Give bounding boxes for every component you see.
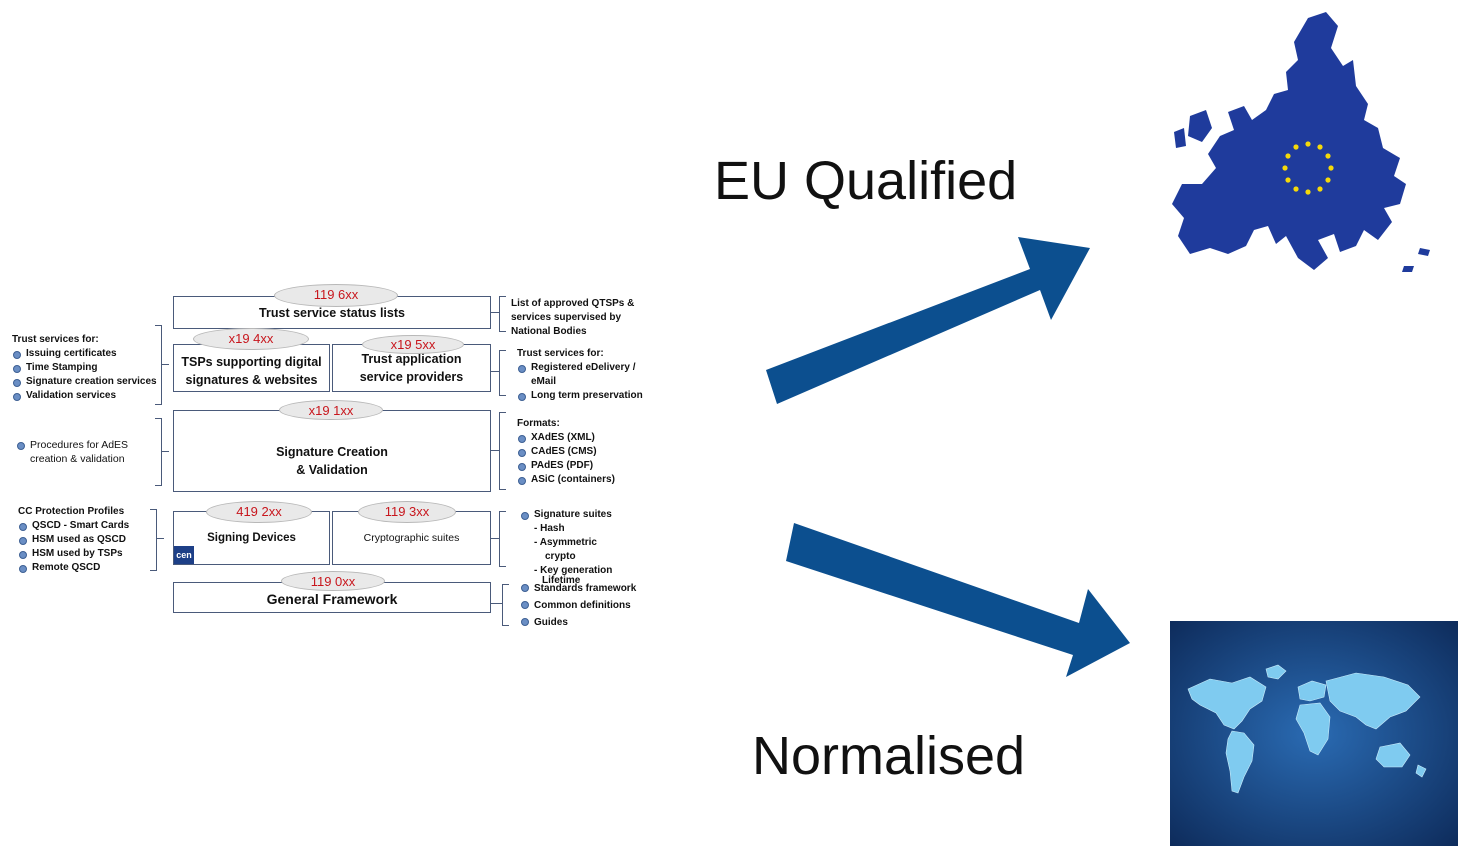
brace-right-general	[502, 584, 509, 626]
brace-tick	[161, 364, 169, 365]
brace-right-suites	[499, 511, 506, 567]
list-item: Validation services	[12, 389, 157, 403]
trust-app-title-line1: Trust application	[361, 352, 462, 366]
brace-right-formats	[499, 412, 506, 490]
trust-status-title: Trust service status lists	[259, 306, 405, 320]
list-item: Procedures for AdES	[16, 438, 128, 452]
list-item: CAdES (CMS)	[517, 445, 615, 459]
list-item: Signature suites	[520, 508, 612, 522]
list-item: Remote QSCD	[18, 561, 129, 575]
brace-tick	[491, 450, 499, 451]
trust-app-title-line2: service providers	[359, 370, 464, 384]
list-item: HSM used by TSPs	[18, 547, 129, 561]
sig-creation-box: Signature Creation & Validation	[173, 410, 491, 492]
signing-devices-title: Signing Devices	[207, 532, 296, 544]
brace-left-cc	[150, 509, 157, 571]
world-map-icon	[1170, 621, 1458, 846]
note-left-sig: Procedures for AdES creation & validatio…	[16, 438, 128, 466]
note-header: Formats:	[517, 418, 560, 429]
note-line: National Bodies	[511, 326, 587, 337]
eu-map-icon	[1172, 12, 1430, 272]
note-right-app: Trust services for: Registered eDelivery…	[517, 347, 643, 403]
list-item: Signature creation services	[12, 375, 157, 389]
list-item: creation & validation	[30, 453, 125, 465]
list-item: crypto	[545, 551, 576, 562]
list-item: - Asymmetric	[534, 537, 597, 548]
note-line: services supervised by	[511, 312, 622, 323]
list-item: Standards framework	[520, 580, 636, 597]
tsps-title-line1: TSPs supporting digital	[181, 355, 322, 369]
list-item: - Hash	[534, 523, 565, 534]
cen-logo: cen	[174, 546, 194, 564]
general-title: General Framework	[266, 591, 398, 607]
brace-tick	[156, 538, 164, 539]
crypto-suites-title: Cryptographic suites	[363, 532, 460, 544]
trust-app-code: x19 5xx	[362, 335, 464, 354]
brace-tick	[491, 371, 499, 372]
sig-creation-title-line2: & Validation	[296, 463, 368, 477]
brace-right-status	[499, 296, 506, 332]
list-item: Registered eDelivery /	[517, 361, 643, 375]
note-header: CC Protection Profiles	[18, 506, 125, 517]
list-item: HSM used as QSCD	[18, 533, 129, 547]
arrow-up-right-icon	[766, 237, 1090, 404]
crypto-suites-code: 119 3xx	[358, 501, 456, 523]
signing-devices-box: Signing Devices cen	[173, 511, 330, 565]
note-line: List of approved QTSPs &	[511, 298, 635, 309]
tsps-box: TSPs supporting digital signatures & web…	[173, 344, 330, 392]
tsps-title-line2: signatures & websites	[185, 373, 318, 387]
list-item: Long term preservation	[517, 389, 643, 403]
list-item: Common definitions	[520, 597, 636, 614]
brace-left-sig	[155, 418, 162, 486]
brace-tick	[491, 312, 499, 313]
general-code: 119 0xx	[281, 571, 385, 591]
brace-tick	[491, 603, 502, 604]
note-right-suites: Signature suites - Hash - Asymmetric cry…	[520, 508, 612, 588]
note-header: Trust services for:	[12, 334, 99, 345]
note-left-cc: CC Protection Profiles QSCD - Smart Card…	[18, 505, 129, 575]
note-right-general: Standards framework Common definitions G…	[520, 580, 636, 631]
eu-qualified-label: EU Qualified	[714, 151, 1018, 211]
arrow-down-right-icon	[786, 523, 1130, 677]
note-left-tsps: Trust services for: Issuing certificates…	[12, 333, 157, 403]
sig-creation-title-line1: Signature Creation	[276, 445, 388, 459]
list-item: eMail	[531, 376, 557, 387]
list-item: XAdES (XML)	[517, 431, 615, 445]
brace-tick	[491, 538, 499, 539]
note-header: Trust services for:	[517, 348, 604, 359]
tsps-code: x19 4xx	[193, 328, 309, 350]
sig-creation-code: x19 1xx	[279, 400, 383, 420]
brace-right-app	[499, 350, 506, 396]
normalised-label: Normalised	[752, 726, 1026, 786]
list-item: Issuing certificates	[12, 347, 157, 361]
crypto-suites-box: Cryptographic suites	[332, 511, 491, 565]
note-right-formats: Formats: XAdES (XML) CAdES (CMS) PAdES (…	[517, 417, 615, 487]
brace-tick	[161, 451, 169, 452]
list-item: - Key generation	[534, 565, 613, 576]
list-item: Guides	[520, 614, 636, 631]
list-item: Time Stamping	[12, 361, 157, 375]
list-item: ASiC (containers)	[517, 473, 615, 487]
signing-devices-code: 419 2xx	[206, 501, 312, 523]
list-item: Lifetime	[542, 575, 581, 586]
brace-left-tsps	[155, 325, 162, 405]
trust-status-code: 119 6xx	[274, 284, 398, 307]
list-item: QSCD - Smart Cards	[18, 519, 129, 533]
list-item: PAdES (PDF)	[517, 459, 615, 473]
note-status: List of approved QTSPs & services superv…	[511, 297, 634, 339]
